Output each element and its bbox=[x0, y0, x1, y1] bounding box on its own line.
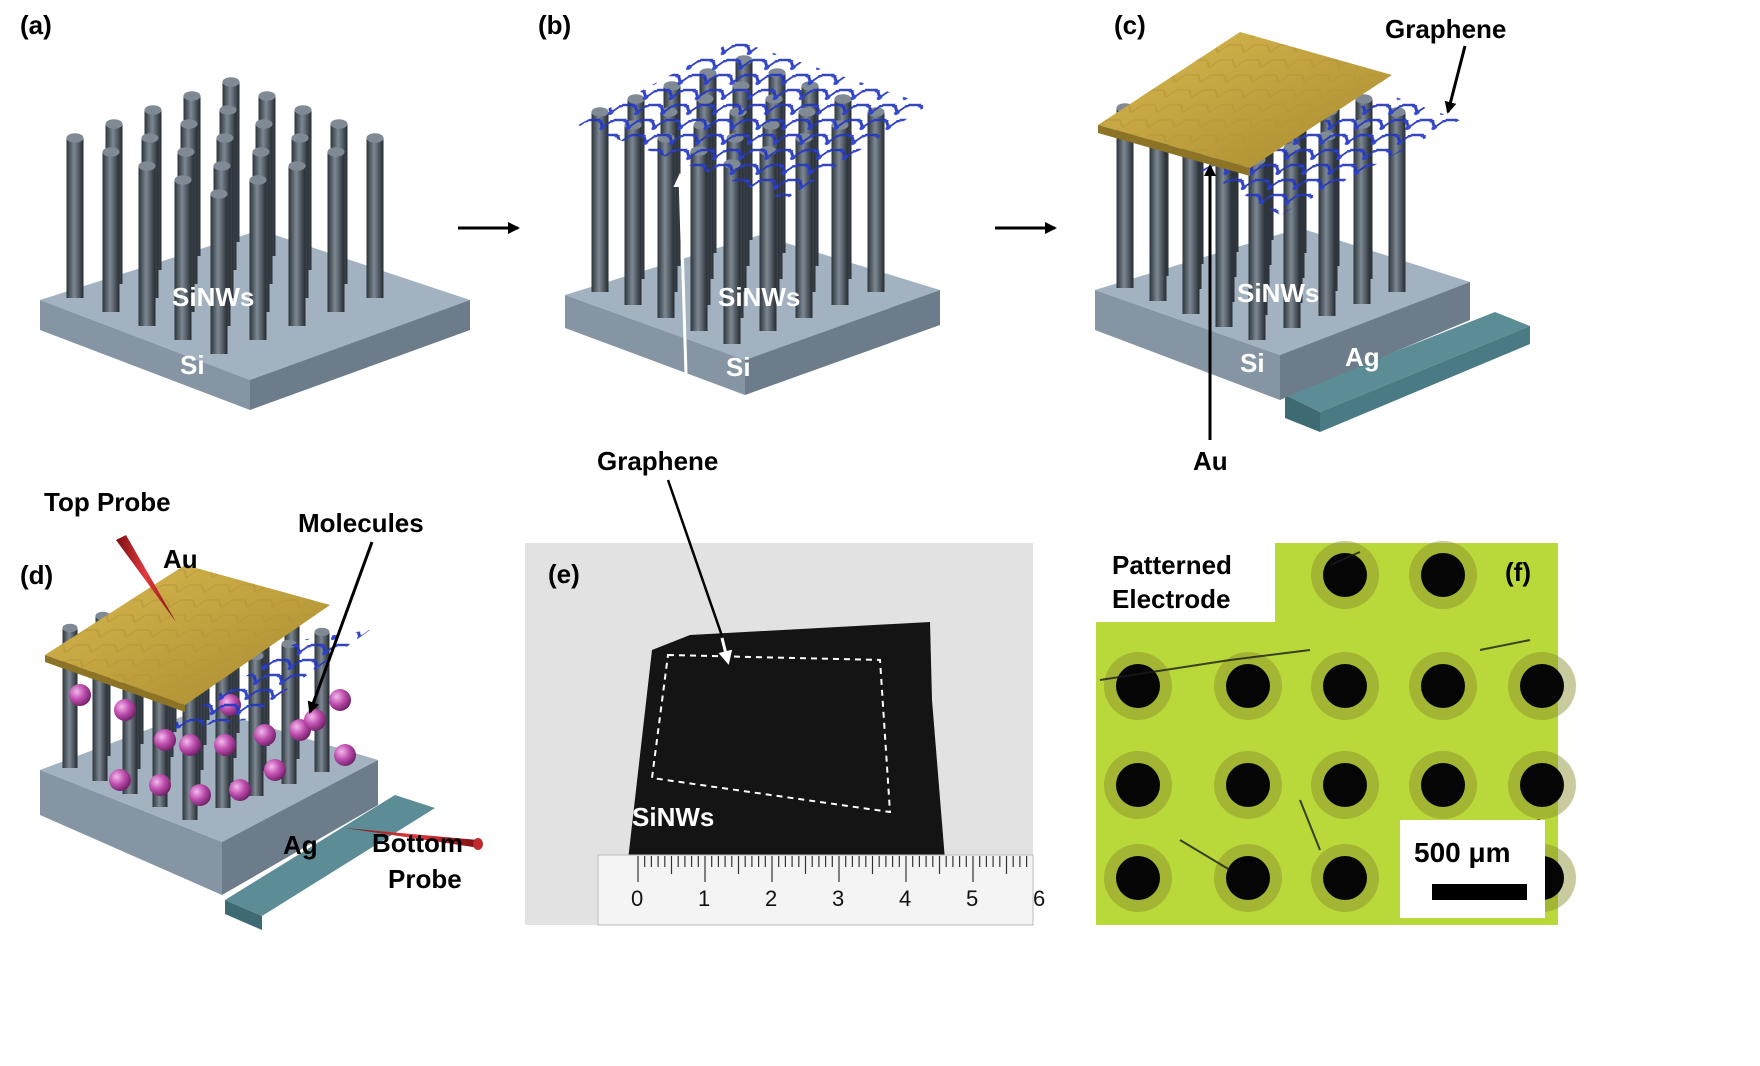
panel-e: 0 1 2 3 4 5 6 (e) SiNWs bbox=[525, 480, 1045, 925]
molecule bbox=[304, 709, 326, 731]
ag-label: Ag bbox=[283, 830, 318, 860]
nanowire bbox=[250, 175, 267, 340]
si-label: Si bbox=[1240, 348, 1265, 378]
hole bbox=[1323, 664, 1367, 708]
nanowire bbox=[67, 133, 84, 298]
hole bbox=[1520, 763, 1564, 807]
hole bbox=[1226, 856, 1270, 900]
hole bbox=[1226, 664, 1270, 708]
panel-label: (d) bbox=[20, 560, 53, 590]
nanowire bbox=[691, 146, 708, 331]
scale-bar bbox=[1432, 884, 1527, 900]
hole bbox=[1226, 763, 1270, 807]
molecule bbox=[254, 724, 276, 746]
scale-bar-box bbox=[1400, 820, 1545, 918]
hole bbox=[1323, 553, 1367, 597]
ruler-number: 0 bbox=[631, 886, 643, 911]
molecule bbox=[69, 684, 91, 706]
hole bbox=[1116, 664, 1160, 708]
hole bbox=[1116, 763, 1160, 807]
hole bbox=[1421, 553, 1465, 597]
nanowire bbox=[367, 133, 384, 298]
molecule bbox=[114, 699, 136, 721]
nanowire bbox=[328, 147, 345, 312]
nanowire bbox=[175, 175, 192, 340]
scale-label: 500 μm bbox=[1414, 837, 1511, 868]
hole bbox=[1323, 856, 1367, 900]
molecule bbox=[334, 744, 356, 766]
hole bbox=[1520, 664, 1564, 708]
ruler-number: 2 bbox=[765, 886, 777, 911]
sinws-label: SiNWs bbox=[172, 282, 254, 312]
si-label: Si bbox=[180, 350, 205, 380]
nanowire bbox=[103, 147, 120, 312]
panel-label: (f) bbox=[1505, 557, 1531, 587]
hole bbox=[1421, 763, 1465, 807]
hole bbox=[1421, 664, 1465, 708]
nanowire bbox=[139, 161, 156, 326]
molecule bbox=[189, 784, 211, 806]
panel-f: 500 μm (f) Patterned Electrode bbox=[1096, 541, 1576, 925]
bottom-probe-label-line2: Probe bbox=[388, 864, 462, 894]
sinws-label: SiNWs bbox=[632, 802, 714, 832]
ruler-number: 5 bbox=[966, 886, 978, 911]
molecules-pointer bbox=[310, 542, 372, 712]
hole bbox=[1116, 856, 1160, 900]
au-label: Au bbox=[1193, 446, 1228, 476]
ruler-number: 6 bbox=[1033, 886, 1045, 911]
nanowire bbox=[289, 161, 306, 326]
patterned-label-line2: Electrode bbox=[1112, 584, 1231, 614]
molecules-label: Molecules bbox=[298, 508, 424, 538]
sinws-label: SiNWs bbox=[718, 282, 800, 312]
graphene-pointer bbox=[1448, 46, 1465, 112]
nanowire bbox=[211, 189, 228, 354]
molecule bbox=[329, 689, 351, 711]
nanowire bbox=[625, 120, 642, 305]
ag-label: Ag bbox=[1345, 342, 1380, 372]
panel-b: (b) SiNWs Si Graphene bbox=[538, 10, 940, 476]
molecule bbox=[154, 729, 176, 751]
ruler-number: 4 bbox=[899, 886, 911, 911]
panel-label: (c) bbox=[1114, 10, 1146, 40]
patterned-label-line1: Patterned bbox=[1112, 550, 1232, 580]
molecule bbox=[229, 779, 251, 801]
au-label: Au bbox=[163, 544, 198, 574]
molecule bbox=[214, 734, 236, 756]
molecule bbox=[264, 759, 286, 781]
graphene-label: Graphene bbox=[1385, 14, 1506, 44]
top-probe-label: Top Probe bbox=[44, 487, 171, 517]
ruler: 0 1 2 3 4 5 6 bbox=[598, 855, 1045, 925]
panel-label: (b) bbox=[538, 10, 571, 40]
graphene-label: Graphene bbox=[597, 446, 718, 476]
si-label: Si bbox=[726, 352, 751, 382]
molecule bbox=[179, 734, 201, 756]
nanowire bbox=[658, 133, 675, 318]
bottom-probe-label-line1: Bottom bbox=[372, 828, 463, 858]
panel-c: (c) Graphene SiNWs Si Ag Au bbox=[1095, 10, 1530, 476]
sinws-label: SiNWs bbox=[1237, 278, 1319, 308]
molecule bbox=[149, 774, 171, 796]
nanowire bbox=[724, 159, 741, 344]
molecule bbox=[109, 769, 131, 791]
panel-label: (a) bbox=[20, 10, 52, 40]
ruler-number: 1 bbox=[698, 886, 710, 911]
ruler-number: 3 bbox=[832, 886, 844, 911]
panel-label: (e) bbox=[548, 559, 580, 589]
panel-d: (d) Top Probe Au Molecules Ag Bottom Pro… bbox=[20, 487, 483, 930]
hole bbox=[1323, 763, 1367, 807]
panel-a: (a) SiNWs Si bbox=[20, 10, 470, 410]
